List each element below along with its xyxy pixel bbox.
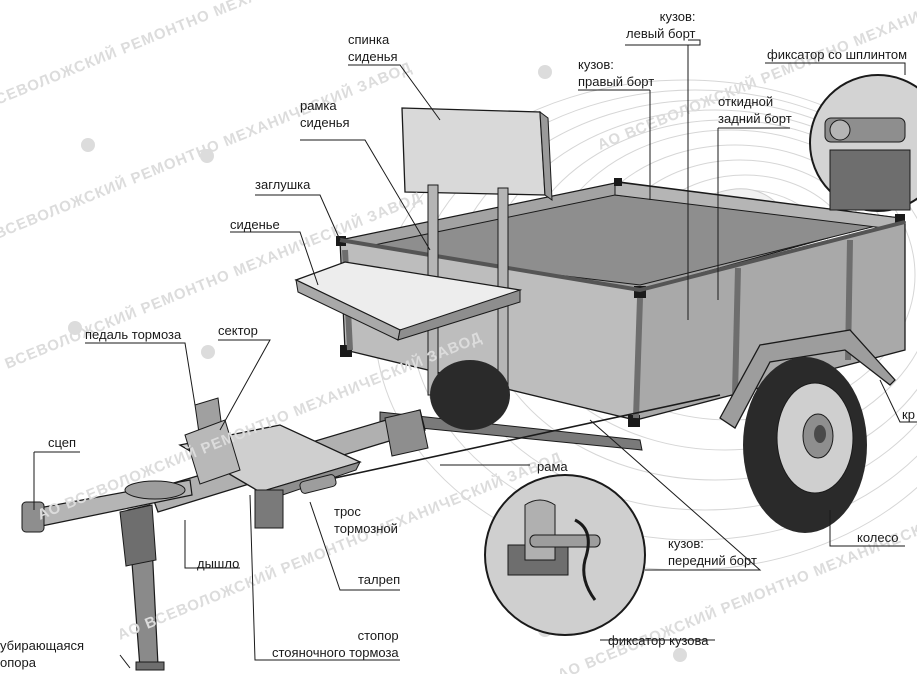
turnbuckle <box>299 474 337 494</box>
seat-cushion-front <box>397 289 521 341</box>
label-fender: кр <box>902 407 915 422</box>
fender <box>719 329 896 429</box>
label-brake-cable: трос тормозной <box>334 503 398 537</box>
label-body-left-side-line1: кузов: <box>659 9 696 24</box>
hitch-coupler <box>21 501 45 533</box>
label-parking-brake-line2: стояночного тормоза <box>272 645 399 660</box>
label-seat-frame-line2: сиденья <box>300 115 350 130</box>
rear-hidden-wheel <box>430 360 510 430</box>
pin-lock-detail <box>824 117 911 211</box>
label-body-right-side: кузов: правый борт <box>578 56 654 90</box>
label-front-side-line2: передний борт <box>668 553 757 568</box>
label-support-leg-line2: опора <box>0 655 36 670</box>
label-front-side: кузов: передний борт <box>668 535 757 569</box>
label-body-left-side-line2: левый борт <box>626 26 696 41</box>
label-seat-back-line2: сиденья <box>348 49 398 64</box>
body-top-rail <box>339 220 906 293</box>
support-leg-sleeve <box>119 504 157 567</box>
label-pin-lock: фиксатор со шплинтом <box>767 47 908 62</box>
label-parking-brake-line1: стопор <box>357 628 399 643</box>
label-seat: сиденье <box>230 217 280 232</box>
hitch-spring <box>124 480 186 500</box>
brake-cable <box>334 394 721 479</box>
label-sector: сектор <box>218 323 258 338</box>
label-seat-back-line1: спинка <box>348 32 390 47</box>
label-brake-cable-line1: трос <box>334 504 361 519</box>
label-seat-frame: рамка сиденья <box>300 97 350 131</box>
label-hitch: сцеп <box>48 435 77 450</box>
label-brake-pedal: педаль тормоза <box>85 327 182 342</box>
label-body-right-side-line2: правый борт <box>578 74 655 89</box>
label-tail-gate-line2: задний борт <box>718 111 792 126</box>
label-tail-gate-line1: откидной <box>718 94 774 109</box>
label-parking-brake: стопор стояночного тормоза <box>272 627 399 661</box>
leader-lines <box>33 39 917 669</box>
label-drawbar: дышло <box>197 556 240 571</box>
seat-back-panel <box>401 107 546 196</box>
label-wheel: колесо <box>857 530 899 545</box>
label-brake-cable-line2: тормозной <box>334 521 398 536</box>
label-support-leg-line1: убирающаяся <box>0 638 85 653</box>
drawbar-bracket <box>384 409 429 457</box>
label-body-lock: фиксатор кузова <box>608 633 709 648</box>
body-lock-detail <box>507 499 601 601</box>
label-front-side-line1: кузов: <box>668 536 704 551</box>
label-plug: заглушка <box>255 177 311 192</box>
label-turnbuckle: талреп <box>358 572 401 587</box>
seat-back-shade <box>539 110 553 202</box>
label-seat-back: спинка сиденья <box>348 31 398 65</box>
label-frame: рама <box>537 459 568 474</box>
label-seat-frame-line1: рамка <box>300 98 337 113</box>
label-body-right-side-line1: кузов: <box>578 57 614 72</box>
wheel-hub-cap <box>814 425 826 443</box>
label-body-left-side: кузов: левый борт <box>626 8 696 42</box>
support-leg-foot <box>135 661 165 671</box>
label-tail-gate: откидной задний борт <box>718 93 792 127</box>
label-support-leg: убирающаяся опора <box>0 637 84 671</box>
brake-sector <box>184 419 241 485</box>
parking-brake-block <box>254 489 284 529</box>
